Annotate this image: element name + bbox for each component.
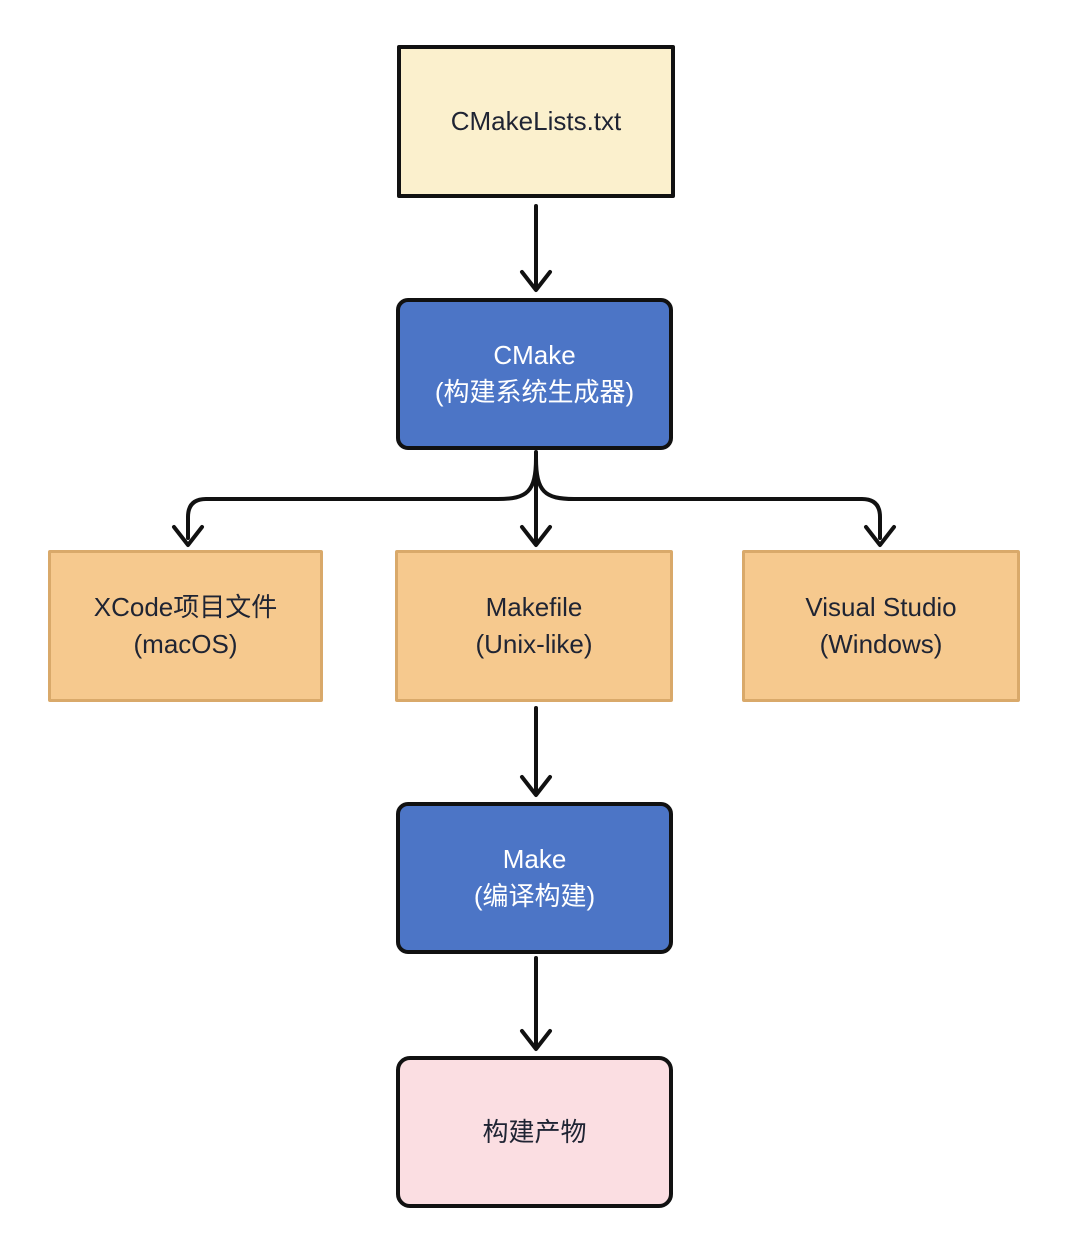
node-sublabel: (macOS) xyxy=(133,629,238,659)
node-label: 构建产物 xyxy=(482,1116,587,1147)
node-visual-studio: Visual Studio (Windows) xyxy=(742,550,1020,702)
edge-cmakelists-to-cmake xyxy=(520,204,552,292)
node-cmake-generator: CMake (构建系统生成器) xyxy=(396,298,673,450)
edge-make-to-artifact xyxy=(520,956,552,1051)
node-sublabel: (Unix-like) xyxy=(475,629,593,659)
node-label: XCode项目文件 xyxy=(93,592,278,623)
node-sublabel: (编译构建) xyxy=(473,881,596,911)
edge-makefile-to-make xyxy=(520,706,552,797)
node-xcode-project: XCode项目文件 (macOS) xyxy=(48,550,323,702)
node-label: Make xyxy=(502,844,567,875)
node-label: CMakeLists.txt xyxy=(450,106,622,137)
edge-cmake-branch xyxy=(172,450,896,547)
node-build-artifact: 构建产物 xyxy=(396,1056,673,1208)
node-sublabel: (构建系统生成器) xyxy=(434,377,635,407)
node-makefile: Makefile (Unix-like) xyxy=(395,550,673,702)
node-make-build: Make (编译构建) xyxy=(396,802,673,954)
node-label: CMake xyxy=(493,340,576,371)
node-cmakelists-txt: CMakeLists.txt xyxy=(397,45,675,198)
node-label: Makefile xyxy=(485,592,583,623)
node-label: Visual Studio xyxy=(805,592,957,623)
node-sublabel: (Windows) xyxy=(819,629,943,659)
